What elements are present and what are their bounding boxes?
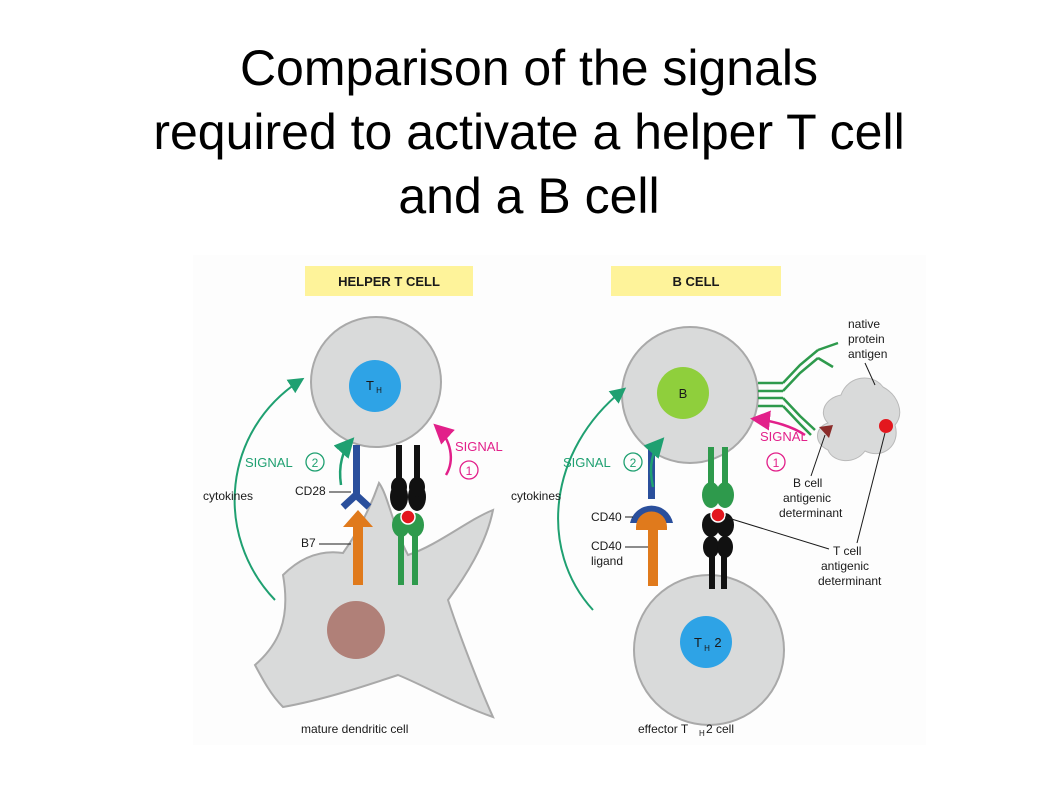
tcr-domain-right — [409, 477, 425, 497]
peptide-antigen-right — [710, 507, 726, 523]
helper-t-header: HELPER T CELL — [338, 274, 440, 289]
t-determinant-label-1: T cell — [833, 544, 861, 558]
right-cytokines-label: cytokines — [511, 489, 561, 503]
cd40-ligand-label-1: CD40 — [591, 539, 622, 553]
bcr-upper — [758, 349, 819, 393]
mhc-stem-right — [412, 535, 418, 585]
right-caption-2: 2 cell — [706, 722, 734, 736]
mhc-stem-left — [398, 535, 404, 585]
b-determinant-label-3: determinant — [779, 506, 843, 520]
tcr-stem-right-right — [721, 555, 727, 589]
t-determinant-label-3: determinant — [818, 574, 882, 588]
b7-receptor — [353, 525, 363, 585]
th2-label-suffix: 2 — [714, 635, 721, 650]
native-protein-antigen — [817, 377, 901, 462]
cd28-arms — [340, 492, 372, 510]
mhc-stem-right-right — [722, 447, 728, 487]
right-signal1-label: SIGNAL — [760, 429, 808, 444]
tcr-domain-right-left — [703, 536, 719, 558]
t-determinant-leader-a — [724, 516, 830, 550]
b-cell-nucleus — [657, 367, 709, 419]
right-signal1-number: 1 — [773, 456, 780, 470]
mhc-stem-right-left — [708, 447, 714, 487]
right-signal2-label: SIGNAL — [563, 455, 611, 470]
th2-nucleus — [680, 616, 732, 668]
mhc-chain-right-right — [716, 482, 734, 508]
cd28-label: CD28 — [295, 484, 326, 498]
th2-label: T — [694, 635, 702, 650]
antigen-leader — [864, 362, 876, 386]
right-signal2-circle — [623, 452, 643, 472]
title-line-3: and a B cell — [398, 168, 660, 224]
slide-title: Comparison of the signals required to ac… — [0, 36, 1058, 228]
tcr-domain-left — [391, 477, 407, 497]
b-cell-header: B CELL — [673, 274, 720, 289]
b-cell-label: B — [679, 386, 688, 401]
left-signal1-circle — [459, 460, 479, 480]
b-cell-panel: B CELL B T H 2 — [511, 266, 901, 738]
b-determinant-label-1: B cell — [793, 476, 822, 490]
tcr-stem-right — [414, 445, 420, 490]
b7-head — [343, 510, 373, 527]
left-cytokines-label: cytokines — [203, 489, 253, 503]
left-signal1-number: 1 — [466, 464, 473, 478]
right-caption-sub: H — [699, 729, 705, 738]
t-determinant-label-2: antigenic — [821, 559, 869, 573]
cytokines-arrow-left — [233, 377, 305, 601]
cytokines-arrow-right — [557, 387, 627, 611]
left-signal2-circle — [305, 452, 325, 472]
title-line-1: Comparison of the signals — [239, 40, 819, 96]
t-determinant-leader-b — [856, 432, 886, 544]
title-line-2: required to activate a helper T cell — [153, 104, 905, 160]
tcr-stem-right-left — [709, 555, 715, 589]
tcr-stem-left — [396, 445, 402, 490]
cd28-stem — [353, 445, 360, 497]
b-cell-determinant-mark — [819, 425, 833, 438]
th2-label-sub: H — [704, 644, 710, 653]
left-signal2-number: 2 — [312, 456, 319, 470]
th-nucleus — [349, 360, 401, 412]
cd40-label: CD40 — [591, 510, 622, 524]
mhc-chain-right-left — [702, 482, 720, 508]
left-signal2-label: SIGNAL — [245, 455, 293, 470]
signal2-arrow-right — [643, 437, 665, 488]
right-caption-1: effector T — [638, 722, 689, 736]
right-signal2-number: 2 — [630, 456, 637, 470]
left-signal1-label: SIGNAL — [455, 439, 503, 454]
antigen-label-3: antigen — [848, 347, 887, 361]
helper-t-cell-panel: HELPER T CELL T H SIGNAL 2 SIGNAL — [203, 266, 503, 736]
b7-label: B7 — [301, 536, 316, 550]
tcr-domain-right-right — [717, 536, 733, 558]
b-determinant-leader — [810, 434, 826, 477]
peptide-antigen — [400, 509, 416, 525]
signal1-arrow-right — [750, 410, 806, 437]
t-cell-determinant-mark — [879, 419, 893, 433]
comparison-figure: HELPER T CELL T H SIGNAL 2 SIGNAL — [193, 255, 926, 750]
signal2-arrow-left — [333, 437, 355, 486]
b-determinant-label-2: antigenic — [783, 491, 831, 505]
diagram-svg: HELPER T CELL T H SIGNAL 2 SIGNAL — [193, 255, 926, 745]
left-caption: mature dendritic cell — [301, 722, 408, 736]
bcr-upper-tips — [817, 341, 839, 369]
antigen-label-2: protein — [848, 332, 885, 346]
antigen-label-1: native — [848, 317, 880, 331]
th-label: T — [366, 378, 374, 393]
cd40-ligand-head — [636, 511, 667, 530]
th-label-sub: H — [376, 386, 382, 395]
dendritic-cell — [253, 480, 495, 719]
signal1-arrow-left — [433, 423, 455, 476]
cd40-ligand-label-2: ligand — [591, 554, 623, 568]
helper-t-header-box — [305, 266, 473, 296]
bcr-lower — [758, 396, 816, 436]
b-cell-header-box — [611, 266, 781, 296]
right-signal1-circle — [766, 452, 786, 472]
dendritic-nucleus — [327, 601, 385, 659]
cd40-ligand-stem — [648, 530, 658, 586]
